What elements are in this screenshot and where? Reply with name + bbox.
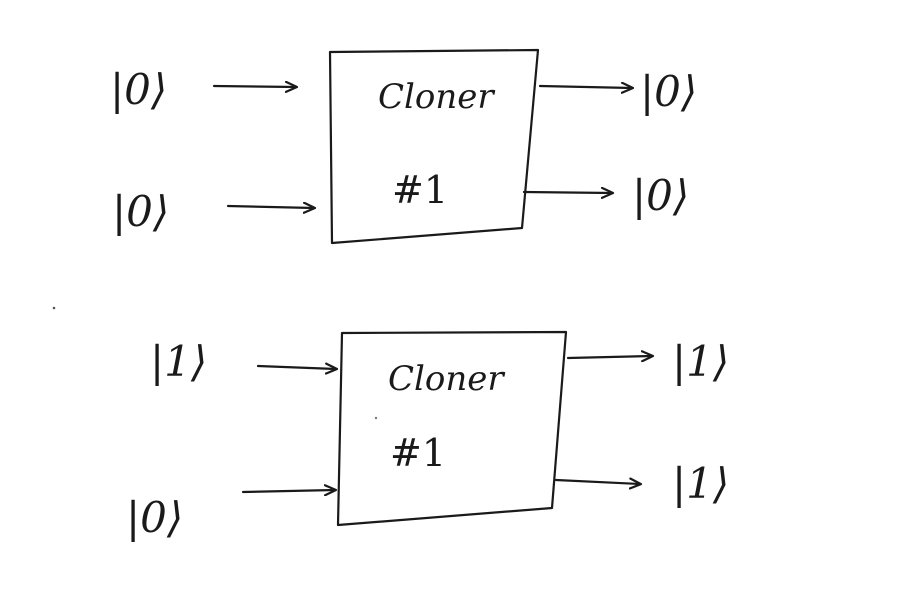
cloner-bottom-output-bottom-arrow: [554, 480, 640, 484]
cloner-top-box: [328, 48, 540, 245]
cloner-bottom-input-top-ket: |1⟩: [150, 337, 207, 386]
paper-speck: [374, 416, 378, 420]
cloner-bottom-number: #1: [390, 431, 446, 475]
cloner-top-output-top-ket: |0⟩: [640, 67, 697, 116]
cloner-bottom-output-bottom-ket: |1⟩: [672, 459, 729, 508]
cloner-top-group: Cloner #1 |0⟩ |0⟩ |0⟩ |0⟩: [110, 48, 697, 245]
cloner-top-output-bottom-ket: |0⟩: [632, 171, 689, 220]
cloner-top-input-bottom-arrow: [226, 206, 314, 208]
cloner-top-input-bottom-ket: |0⟩: [112, 187, 169, 236]
cloner-bottom-output-top-arrow: [566, 356, 652, 358]
cloner-bottom-label: Cloner: [388, 359, 505, 399]
cloner-bottom-output-top-ket: |1⟩: [672, 337, 729, 386]
cloner-top-number: #1: [392, 168, 448, 212]
paper-speck: [52, 306, 56, 310]
cloner-bottom-group: Cloner #1 |1⟩ |0⟩ |1⟩ |1⟩: [126, 330, 729, 542]
cloner-bottom-input-bottom-ket: |0⟩: [126, 493, 183, 542]
cloner-top-label: Cloner: [378, 77, 495, 117]
cloner-top-input-top-ket: |0⟩: [110, 65, 167, 114]
cloner-top-output-bottom-arrow: [522, 192, 612, 193]
cloner-bottom-input-bottom-arrow: [241, 490, 335, 492]
cloner-top-input-top-arrow: [212, 86, 296, 87]
cloner-bottom-box: [336, 330, 568, 527]
cloner-top-output-top-arrow: [538, 86, 632, 88]
cloner-bottom-input-top-arrow: [256, 366, 336, 369]
